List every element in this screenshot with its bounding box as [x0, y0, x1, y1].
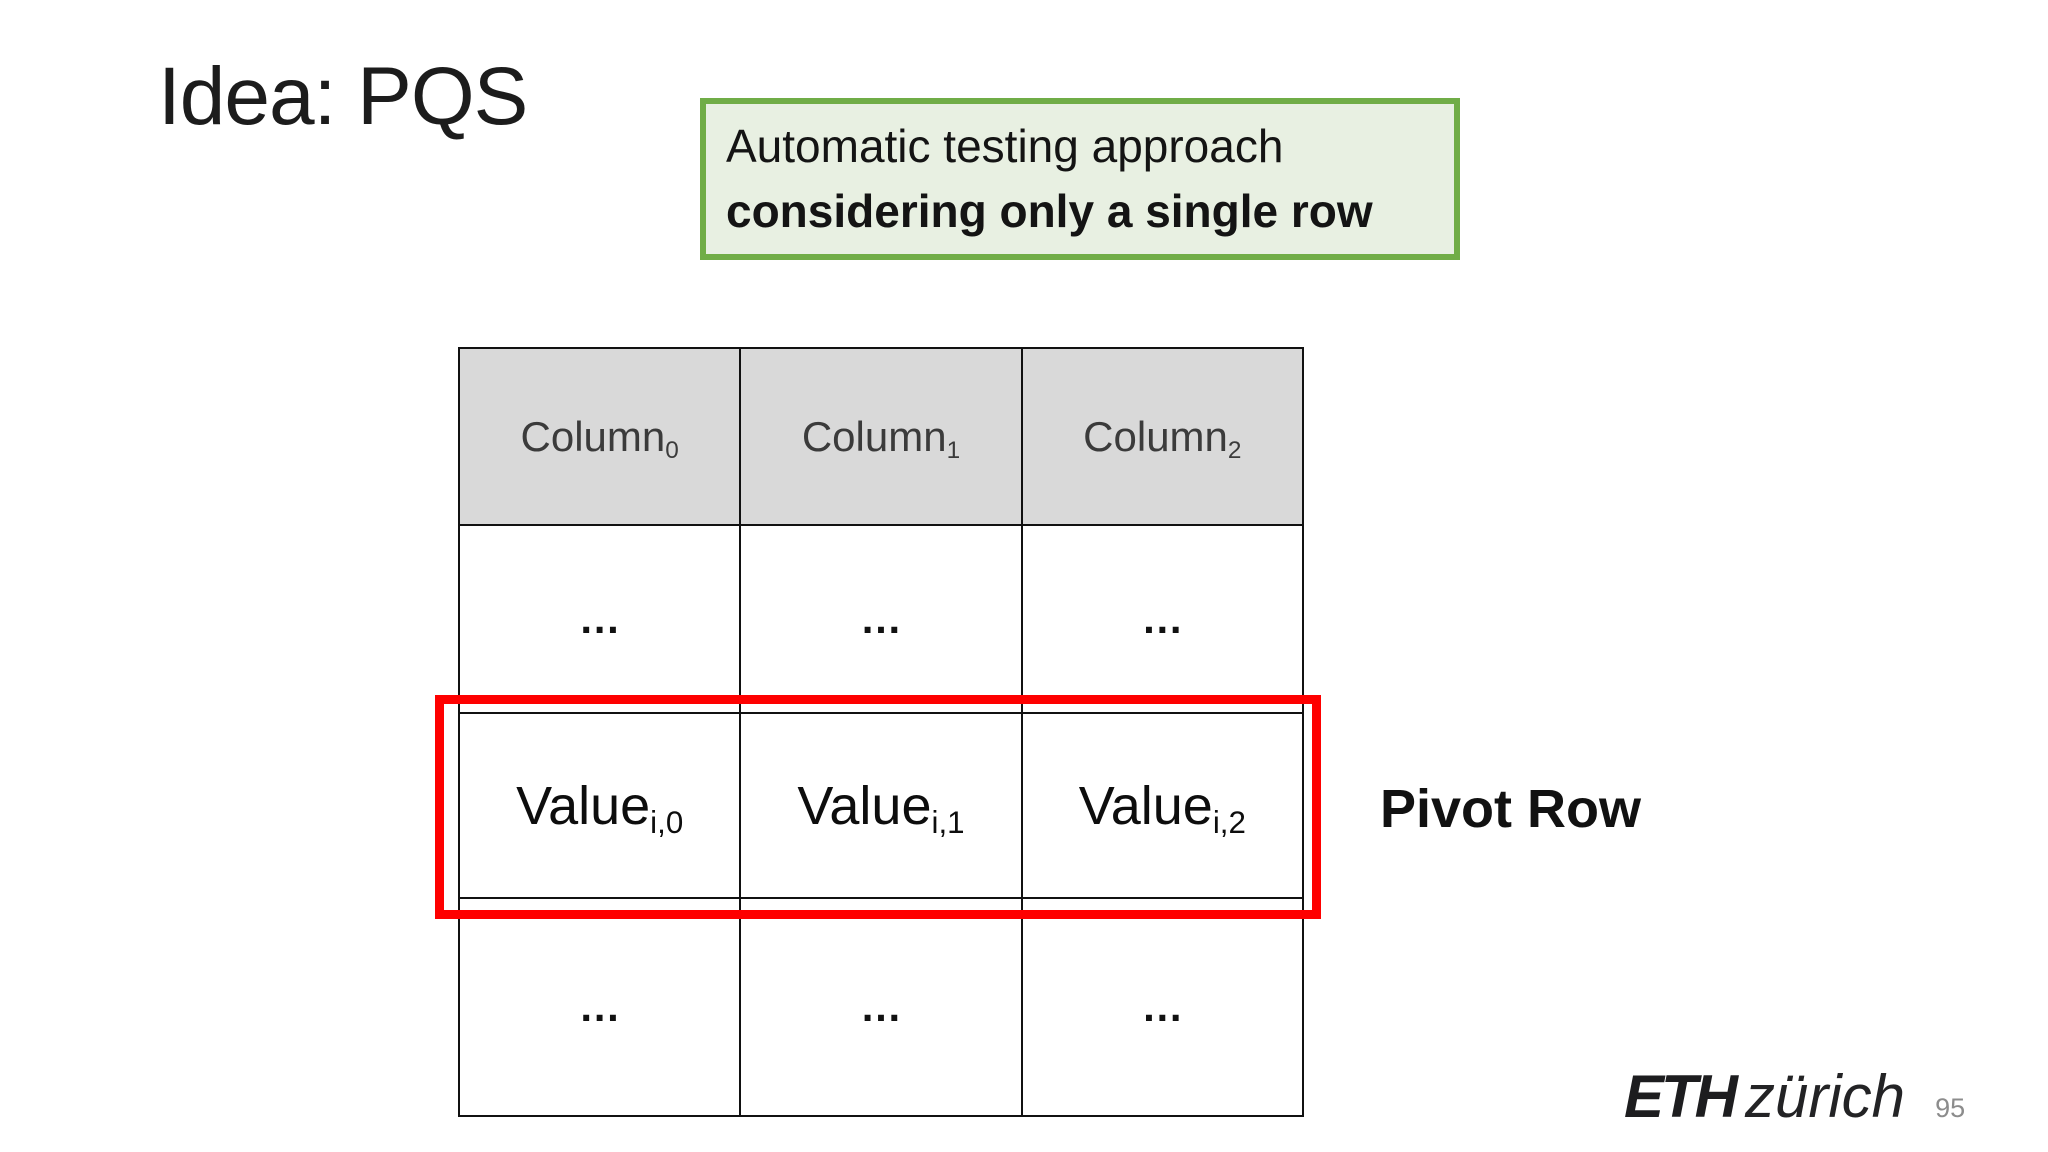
table-row-ellipsis-top: … … …	[457, 524, 1305, 714]
ellipsis-cell: …	[1020, 524, 1305, 714]
pqs-table: Column0 Column1 Column2 … … … Valuei,0	[457, 347, 1305, 1117]
value-cell-1: Valuei,1	[739, 712, 1023, 899]
footer: ETH zürich 95	[1624, 1062, 1965, 1131]
callout-box: Automatic testing approach considering o…	[700, 98, 1460, 260]
ellipsis-cell: …	[457, 897, 742, 1117]
ellipsis-cell: …	[739, 897, 1023, 1117]
value-subscript: i,2	[1212, 804, 1246, 840]
ellipsis-cell: …	[1020, 897, 1305, 1117]
value-text: Value	[516, 775, 651, 836]
ellipsis-cell: …	[457, 524, 742, 714]
header-text: Column	[520, 412, 666, 460]
value-text: Value	[1078, 775, 1213, 836]
pivot-row-label: Pivot Row	[1380, 779, 1642, 839]
header-subscript: 2	[1227, 436, 1242, 464]
value-subscript: i,1	[931, 804, 965, 840]
header-text: Column	[801, 412, 947, 460]
header-cell-column-1: Column1	[739, 347, 1023, 526]
eth-logo-city: zürich	[1745, 1063, 1906, 1130]
callout-line-1: Automatic testing approach	[726, 119, 1284, 172]
value-text: Value	[797, 775, 932, 836]
page-title: Idea: PQS	[158, 51, 528, 142]
table-row-pivot: Valuei,0 Valuei,1 Valuei,2	[457, 712, 1305, 899]
value-cell-0: Valuei,0	[457, 712, 742, 899]
ellipsis-cell: …	[739, 524, 1023, 714]
callout-line-2: considering only a single row	[726, 185, 1373, 237]
header-subscript: 1	[946, 436, 961, 464]
value-cell-2: Valuei,2	[1020, 712, 1305, 899]
page-number: 95	[1935, 1093, 1966, 1123]
header-subscript: 0	[665, 436, 679, 464]
header-text: Column	[1083, 412, 1228, 460]
header-cell-column-2: Column2	[1020, 347, 1305, 526]
eth-logo: ETH	[1624, 1063, 1738, 1130]
table-header-row: Column0 Column1 Column2	[457, 347, 1305, 526]
value-subscript: i,0	[650, 804, 684, 840]
header-cell-column-0: Column0	[457, 347, 742, 526]
table-row-ellipsis-bottom: … … …	[457, 897, 1305, 1117]
